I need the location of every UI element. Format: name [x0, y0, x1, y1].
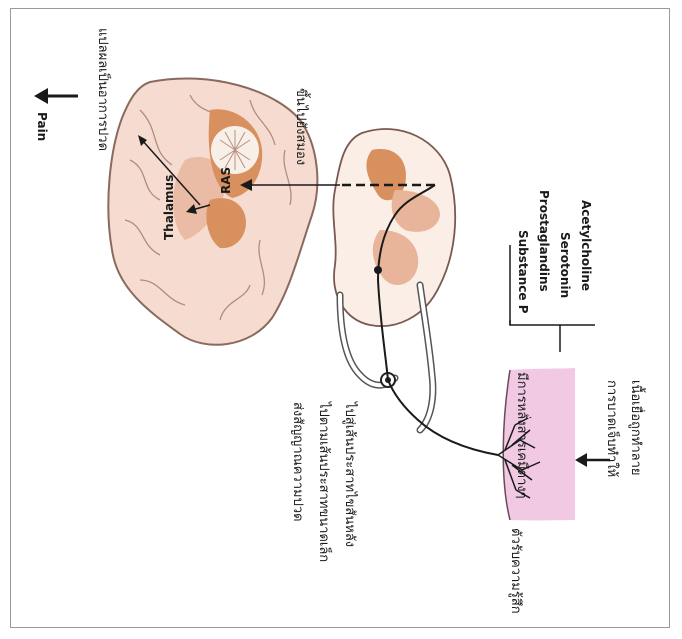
perception-label: แปลผลเป็นอาการปวด: [95, 28, 113, 151]
ras-label: RAS: [219, 167, 233, 194]
chemical-label-1: Substance P: [516, 230, 530, 314]
transmit-label-2: ไปตามเส้นประสาทขนาดเล็ก: [316, 401, 334, 562]
transmit-label-3: ไปสู่เส้นประสาทไขสันหลัง: [342, 401, 358, 547]
injury-label-2: เนื้อเยื่อถูกทำลาย: [628, 380, 646, 476]
chemical-label-3: Serotonin: [558, 232, 572, 298]
thalamus-label: Thalamus: [162, 175, 176, 240]
release-label: มีการหลั่งสารเคมีต่างๆ: [514, 372, 531, 499]
receptor-label: ตัวรับความรู้สึก: [508, 528, 523, 614]
pain-label: Pain: [35, 112, 49, 141]
ascend-label: ขึ้นไปยังสมอง: [293, 88, 311, 165]
chemical-label-4: Acetylcholine: [579, 200, 593, 291]
brain: [108, 78, 317, 344]
injury-label-1: การบาดเจ็บทำให้: [604, 380, 622, 477]
chemical-label-2: Prostaglandins: [537, 190, 551, 292]
spinal-cord: [333, 129, 455, 326]
transmit-label-1: ส่งสัญญาณความปวด: [290, 402, 305, 522]
pain-arrow: [34, 88, 78, 104]
tissue: [498, 368, 575, 520]
